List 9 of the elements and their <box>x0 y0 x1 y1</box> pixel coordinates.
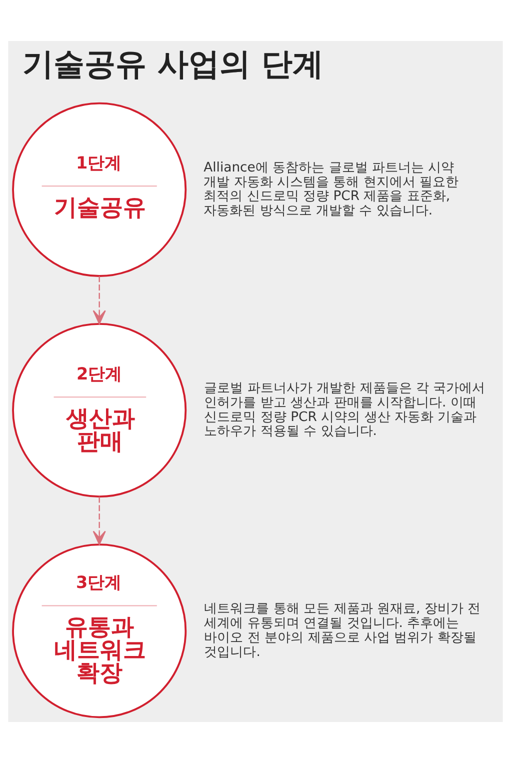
node-circle: 1단계 기술공유 <box>12 102 187 277</box>
node-label: Alliance에 동참하는 글로벌 파트너는 시약 개발 자동화 시스템을 통해 현지에서 필요한 최적의 신드로믹 정량 PCR 제품을 표준화, 자동화된 방식으로 개발할 수 있습니다. <box>204 160 459 219</box>
diagram-title: 기술공유 사업의 단계 <box>22 46 324 82</box>
arrow <box>92 276 106 324</box>
node-circle: 2단계 생산과 판매 <box>12 323 187 498</box>
node-circle: 3단계 유통과 네트워크 확장 <box>12 544 187 718</box>
node-label: 네트워크를 통해 모든 제품과 원재료, 장비가 전 세계에 유통되며 연결될 것입니다. 추후에는 바이오 전 분야의 제품으로 사업 범위가 확장될 것입니다. <box>204 602 481 660</box>
arrow <box>92 496 106 546</box>
node-label: 글로벌 파트너사가 개발한 제품들은 각 국가에서 인허가를 받고 생산과 판매를 시작합니다. 이때 신드로믹 정량 PCR 시약의 생산 자동화 기술과 노하우가 적용될 수 있습니다. <box>204 381 486 440</box>
